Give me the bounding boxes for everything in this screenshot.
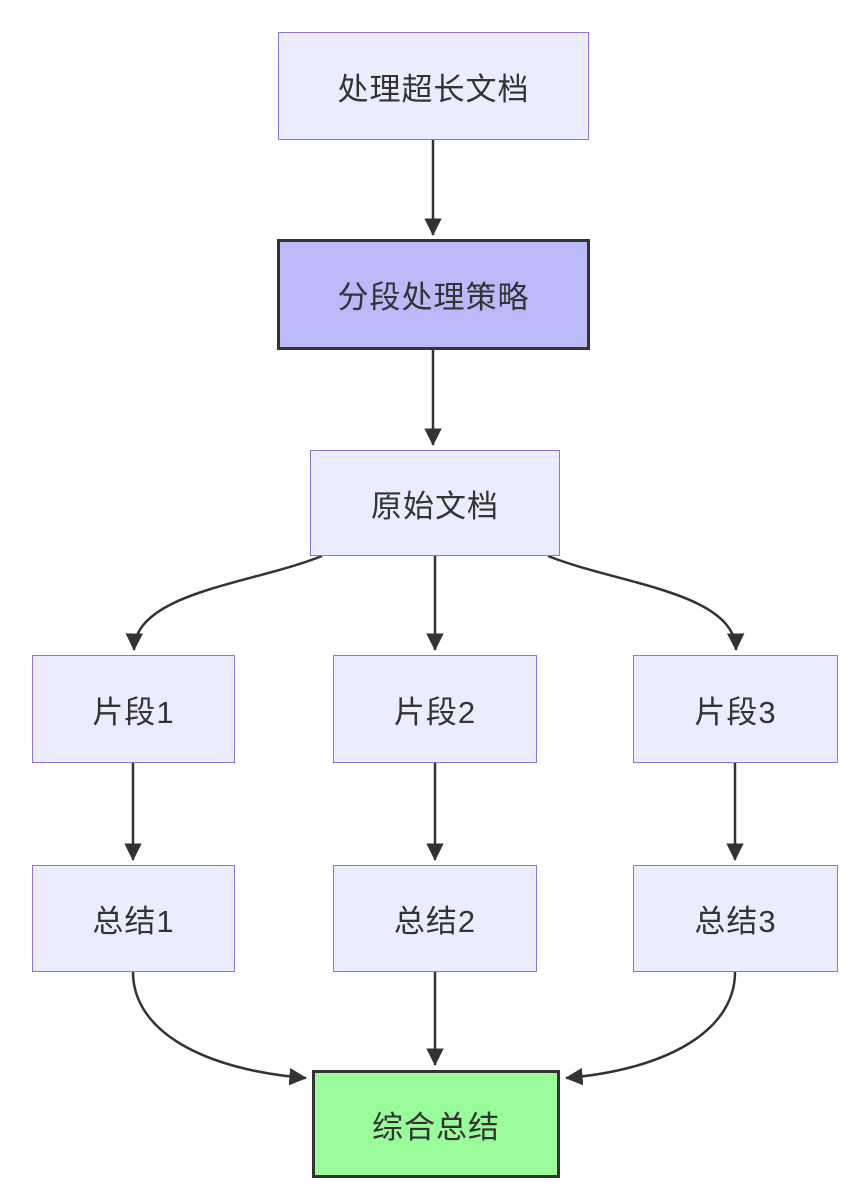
node-fragment-3-label: 片段3 [694,694,777,730]
node-summary-3: 总结3 [633,865,838,972]
node-summary-2-label: 总结2 [393,904,477,939]
edge-source-to-chunk1 [125,554,323,651]
edge-source-to-chunk3 [547,554,745,651]
node-process-long-document: 处理超长文档 [278,32,589,140]
node-fragment-1-label: 片段1 [92,694,175,730]
node-segment-processing-strategy: 分段处理策略 [277,239,590,350]
node-original-document: 原始文档 [310,450,560,556]
edge-summary3-to-final [565,971,737,1086]
node-summary-1: 总结1 [32,865,235,972]
node-combined-summary: 综合总结 [312,1070,560,1178]
node-summary-2: 总结2 [333,865,537,972]
node-summary-3-label: 总结3 [694,904,777,939]
edge-summary1-to-final [131,971,307,1086]
node-fragment-1: 片段1 [32,655,235,763]
node-summary-1-label: 总结1 [92,904,175,939]
node-fragment-2-label: 片段2 [393,694,477,730]
node-fragment-2: 片段2 [333,655,537,763]
node-segment-processing-strategy-label: 分段处理策略 [337,280,530,315]
node-process-long-document-label: 处理超长文档 [337,71,530,107]
node-combined-summary-label: 综合总结 [372,1109,500,1145]
node-original-document-label: 原始文档 [371,488,499,524]
node-fragment-3: 片段3 [633,655,838,763]
